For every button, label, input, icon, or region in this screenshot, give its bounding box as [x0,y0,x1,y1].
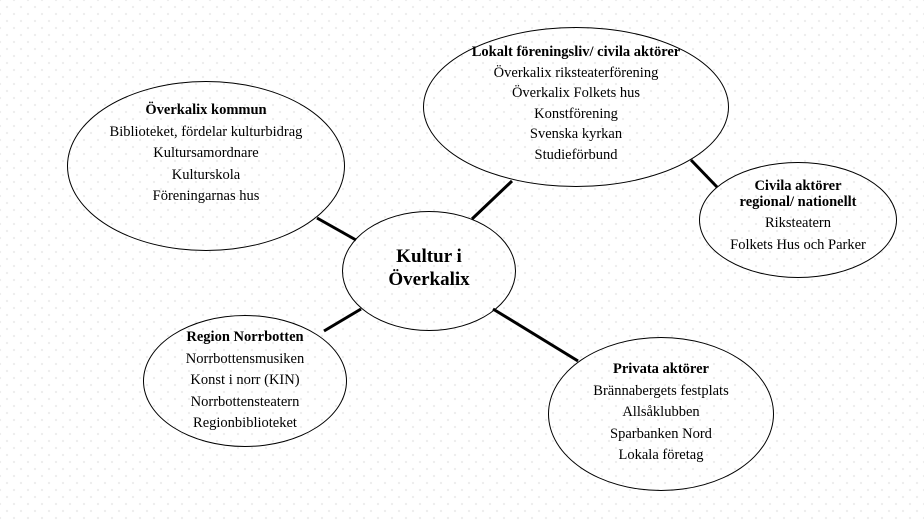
node-title: Överkalix kommun [145,102,267,118]
node-item: Folkets Hus och Parker [730,236,866,253]
node-item: Kultursamordnare [153,145,259,161]
node-item: Överkalix riksteaterförening [493,64,659,81]
node-ellipse-lokalt-foreningsliv [423,27,729,187]
node-item: Lokala företag [618,447,704,463]
node-item: Allsåklubben [622,404,700,420]
node-item: Norrbottensteatern [190,393,300,410]
node-item: Kulturskola [171,166,241,183]
node-ellipse-privata-aktorer [548,337,774,491]
node-text-civila-aktorer: Civila aktörer regional/ nationellt Riks… [699,178,897,256]
node-title: Region Norrbotten [186,329,304,345]
node-item: Överkalix Folkets hus [511,85,641,101]
node-item: Regionbiblioteket [193,415,297,431]
node-item: Brännabergets festplats [593,382,729,399]
node-item: Sparbanken Nord [610,425,712,442]
node-ellipse-civila-aktorer [699,162,897,278]
node-title: Privata aktörer [613,361,709,377]
connector-kommun-center [316,216,357,242]
node-text-lokalt-foreningsliv: Lokalt föreningsliv/ civila aktörer Över… [423,42,729,165]
connector-lokalt-civila [689,158,719,189]
node-text-privata-aktorer: Privata aktörer Brännabergets festplats … [548,359,774,467]
node-item: Föreningarnas hus [152,188,260,204]
node-text-region-norrbotten: Region Norrbotten Norrbottensmusiken Kon… [143,327,347,435]
connector-region-center [323,307,362,333]
node-item: Biblioteket, fördelar kulturbidrag [109,123,303,140]
node-item: Studieförbund [534,146,618,163]
node-ellipse-overkalix-kommun [67,81,345,251]
node-title: Lokalt föreningsliv/ civila aktörer [471,44,681,60]
node-title: Civila aktörer regional/ nationellt [739,178,857,210]
node-text-overkalix-kommun: Överkalix kommun Biblioteket, fördelar k… [67,100,345,208]
node-item: Riksteatern [764,215,832,231]
center-node-title: Kultur i Överkalix [388,246,470,290]
node-ellipse-kultur-i-overkalix [342,211,516,331]
node-item: Svenska kyrkan [529,126,623,142]
node-ellipse-region-norrbotten [143,315,347,447]
node-item: Norrbottensmusiken [185,350,305,367]
connector-lokalt-center [470,179,514,221]
node-item: Konstförening [534,105,618,122]
connector-center-privata [492,307,579,363]
node-item: Konst i norr (KIN) [190,372,300,388]
